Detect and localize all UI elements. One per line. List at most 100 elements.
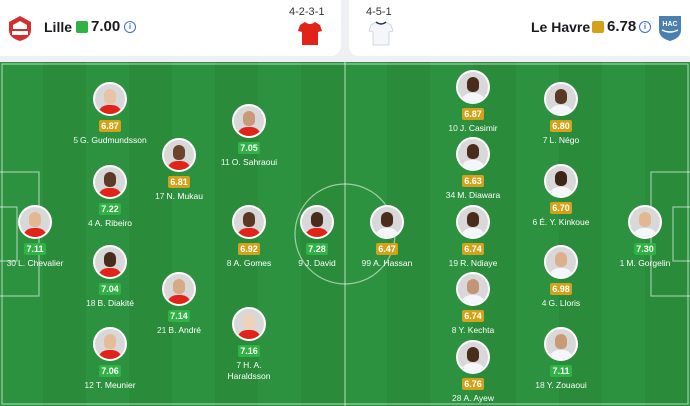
home-team-card: Lille 7.00 i 4-2-3-1 [0,0,341,56]
player-avatar [370,205,404,239]
le-havre-crest-icon: HAC [659,16,681,41]
player-rating: 6.74 [462,310,484,322]
player-rating: 7.22 [99,203,121,215]
player-avatar [18,205,52,239]
away-kit-icon [368,21,394,46]
home-info-icon[interactable]: i [124,21,136,33]
away-team-name: Le Havre [531,19,591,35]
player-rating: 7.11 [550,365,572,377]
player-avatar [93,245,127,279]
player-rating: 6.81 [168,176,190,188]
away-formation: 4-5-1 [366,6,392,18]
home-formation: 4-2-3-1 [289,6,325,18]
player-rating: 6.98 [550,283,572,295]
player-rating: 6.92 [238,243,260,255]
player-rating: 6.87 [99,120,121,132]
player-avatar [162,272,196,306]
player-avatar [162,138,196,172]
player-avatar [456,340,490,374]
home-team-name: Lille [44,19,73,35]
player-rating: 6.76 [462,378,484,390]
away-info-icon[interactable]: i [639,21,651,33]
player-avatar [456,205,490,239]
home-team-rating: 7.00 [91,18,121,35]
svg-text:HAC: HAC [662,21,677,28]
player-avatar [544,164,578,198]
lille-crest-icon [9,16,31,41]
player-rating: 6.70 [550,202,572,214]
away-team-card: 4-5-1 Le Havre 6.78 i HAC [349,0,690,56]
player-avatar [300,205,334,239]
player-rating: 7.11 [24,243,46,255]
player-avatar [456,137,490,171]
player-rating: 7.06 [99,365,121,377]
player-avatar [232,104,266,138]
player-rating: 6.87 [462,108,484,120]
player-rating: 7.30 [634,243,656,255]
player-rating: 6.47 [376,243,398,255]
player-rating: 7.14 [168,310,190,322]
player-rating: 6.63 [462,175,484,187]
player-avatar [232,205,266,239]
player-avatar [93,165,127,199]
player-name-line2: Haraldsson [227,371,271,381]
player-avatar [456,70,490,104]
pitch-lines [0,62,690,406]
player-rating: 7.04 [99,283,121,295]
player-avatar [232,307,266,341]
player-rating: 7.05 [238,142,260,154]
player-avatar [456,272,490,306]
player-avatar [544,327,578,361]
player-avatar [544,245,578,279]
home-kit-icon [298,22,322,45]
player-avatar [93,327,127,361]
player-avatar [544,82,578,116]
home-rating-square [76,21,88,33]
player-avatar [628,205,662,239]
away-rating-square [592,21,604,33]
away-team-rating: 6.78 [607,18,637,35]
